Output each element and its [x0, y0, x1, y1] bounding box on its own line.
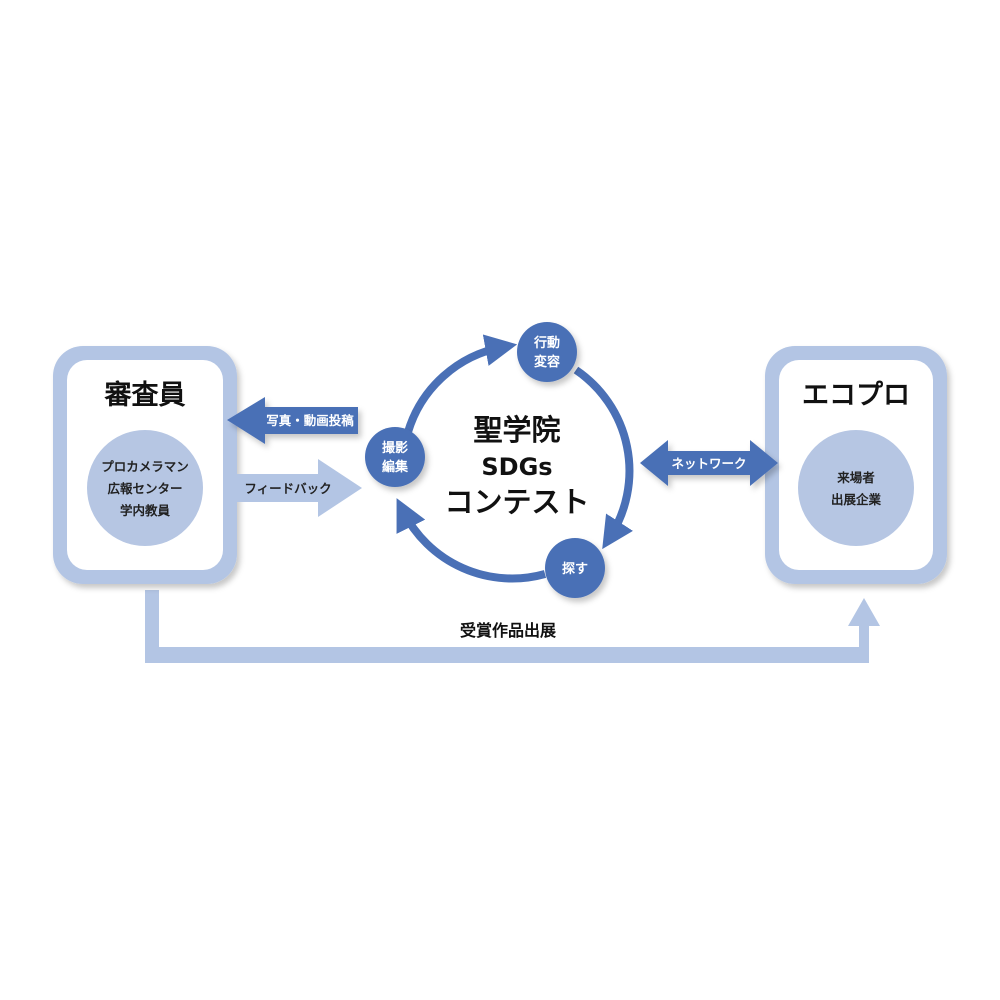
- cycle-arc-right: [573, 366, 634, 550]
- judges-member-3: 学内教員: [120, 503, 171, 518]
- judges-member-2: 広報センター: [107, 481, 182, 496]
- network-double-arrow: [640, 440, 778, 486]
- cycle-node-behavior-change-line-1: 行動: [533, 335, 560, 351]
- post-arrow-label: 写真・動画投稿: [266, 413, 354, 428]
- post-arrow: [227, 397, 358, 444]
- feedback-arrow: [237, 459, 362, 517]
- network-arrow-label: ネットワーク: [671, 456, 746, 471]
- center-title-line-1: 聖学院: [473, 413, 560, 447]
- exhibit-label: 受賞作品出展: [460, 621, 557, 640]
- ecopro-title: エコプロ: [802, 380, 910, 411]
- cycle-node-shoot-edit-line-2: 編集: [382, 459, 409, 475]
- judges-member-1: プロカメラマン: [101, 459, 189, 474]
- cycle-node-search-label: 探す: [562, 561, 588, 577]
- cycle-arc-bottom-left: [396, 498, 547, 583]
- center-title-line-2: SDGs: [481, 453, 552, 481]
- exhibit-connector-arrow: [145, 590, 880, 663]
- ecopro-member-1: 来場者: [836, 470, 875, 485]
- cycle-node-behavior-change: [517, 322, 577, 382]
- center-title-line-3: コンテスト: [444, 485, 589, 519]
- cycle-node-search: [545, 538, 605, 598]
- cycle-node-behavior-change-line-2: 変容: [534, 354, 560, 370]
- cycle-node-shoot-edit: [365, 427, 425, 487]
- cycle-arc-top-left: [404, 334, 518, 434]
- feedback-arrow-label: フィードバック: [244, 481, 331, 496]
- ecopro-member-2: 出展企業: [831, 492, 882, 507]
- cycle-node-shoot-edit-line-1: 撮影: [382, 440, 408, 456]
- judges-title: 審査員: [104, 380, 186, 411]
- ecopro-members-circle: [798, 430, 914, 546]
- judges-members-circle: [87, 430, 203, 546]
